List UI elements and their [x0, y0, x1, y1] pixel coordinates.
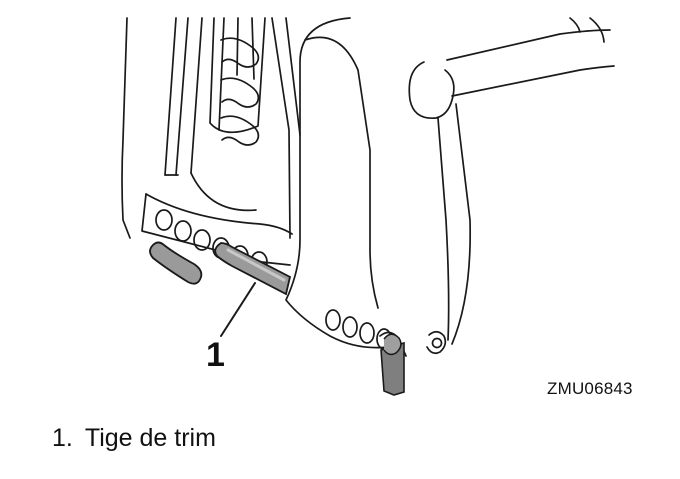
legend-item-number: 1. [52, 424, 73, 452]
callout-number: 1 [206, 336, 225, 374]
spare-trim-rod [149, 241, 203, 285]
legend-item-label: Tige de trim [84, 424, 216, 452]
trim-rod [214, 242, 292, 296]
legend-item: 1. Tige de trim [52, 426, 216, 451]
callout-leader-line [220, 282, 256, 337]
figure-reference-code: ZMU06843 [547, 379, 633, 398]
clamp-bracket-drawing [121, 17, 615, 357]
locking-pin-icon [380, 333, 405, 396]
